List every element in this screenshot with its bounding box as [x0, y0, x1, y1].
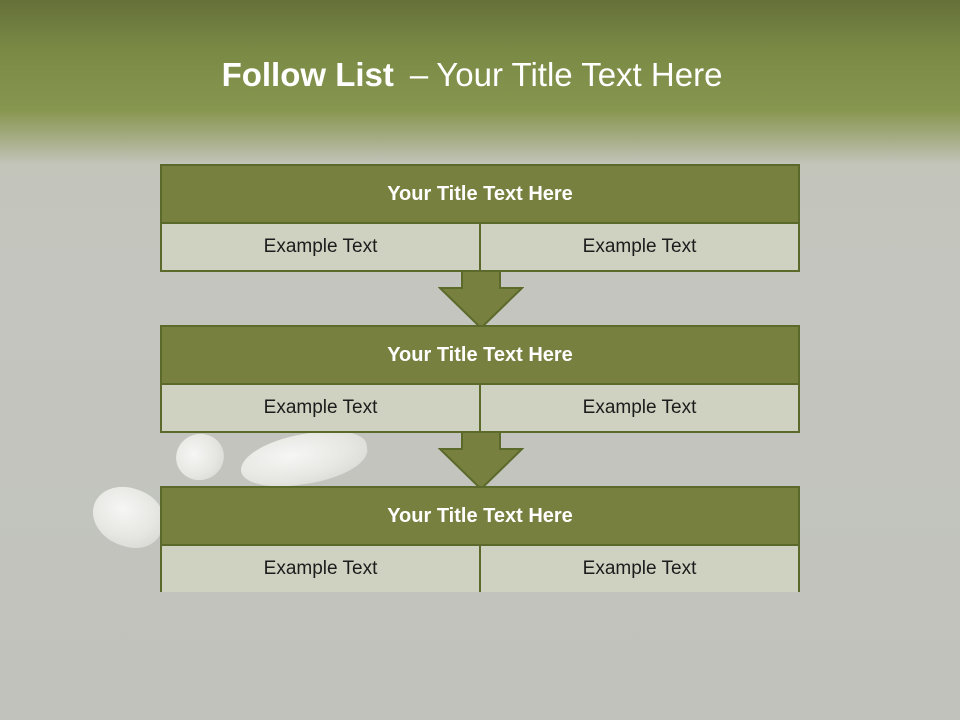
step-title: Your Title Text Here — [162, 166, 798, 224]
step-cell-right: Example Text — [479, 385, 798, 431]
step-block-2: Your Title Text Here Example Text Exampl… — [160, 325, 800, 433]
step-row: Example Text Example Text — [162, 546, 798, 592]
step-row: Example Text Example Text — [162, 224, 798, 270]
petal-image — [84, 478, 172, 556]
step-cell-right: Example Text — [479, 546, 798, 592]
step-block-3: Your Title Text Here Example Text Exampl… — [160, 486, 800, 592]
step-cell-right: Example Text — [479, 224, 798, 270]
slide-title-bold: Follow List — [221, 56, 394, 93]
step-cell-left: Example Text — [162, 546, 479, 592]
step-title: Your Title Text Here — [162, 327, 798, 385]
step-cell-left: Example Text — [162, 224, 479, 270]
step-row: Example Text Example Text — [162, 385, 798, 431]
down-arrow-icon — [438, 431, 524, 491]
down-arrow-icon — [438, 270, 524, 330]
slide-title-dash: – — [409, 56, 429, 93]
step-title: Your Title Text Here — [162, 488, 798, 546]
petal-image — [169, 427, 231, 487]
slide-title-rest: Your Title Text Here — [436, 56, 723, 93]
step-block-1: Your Title Text Here Example Text Exampl… — [160, 164, 800, 272]
slide-title: Follow List–Your Title Text Here — [0, 52, 944, 98]
petal-image — [237, 425, 371, 493]
step-cell-left: Example Text — [162, 385, 479, 431]
